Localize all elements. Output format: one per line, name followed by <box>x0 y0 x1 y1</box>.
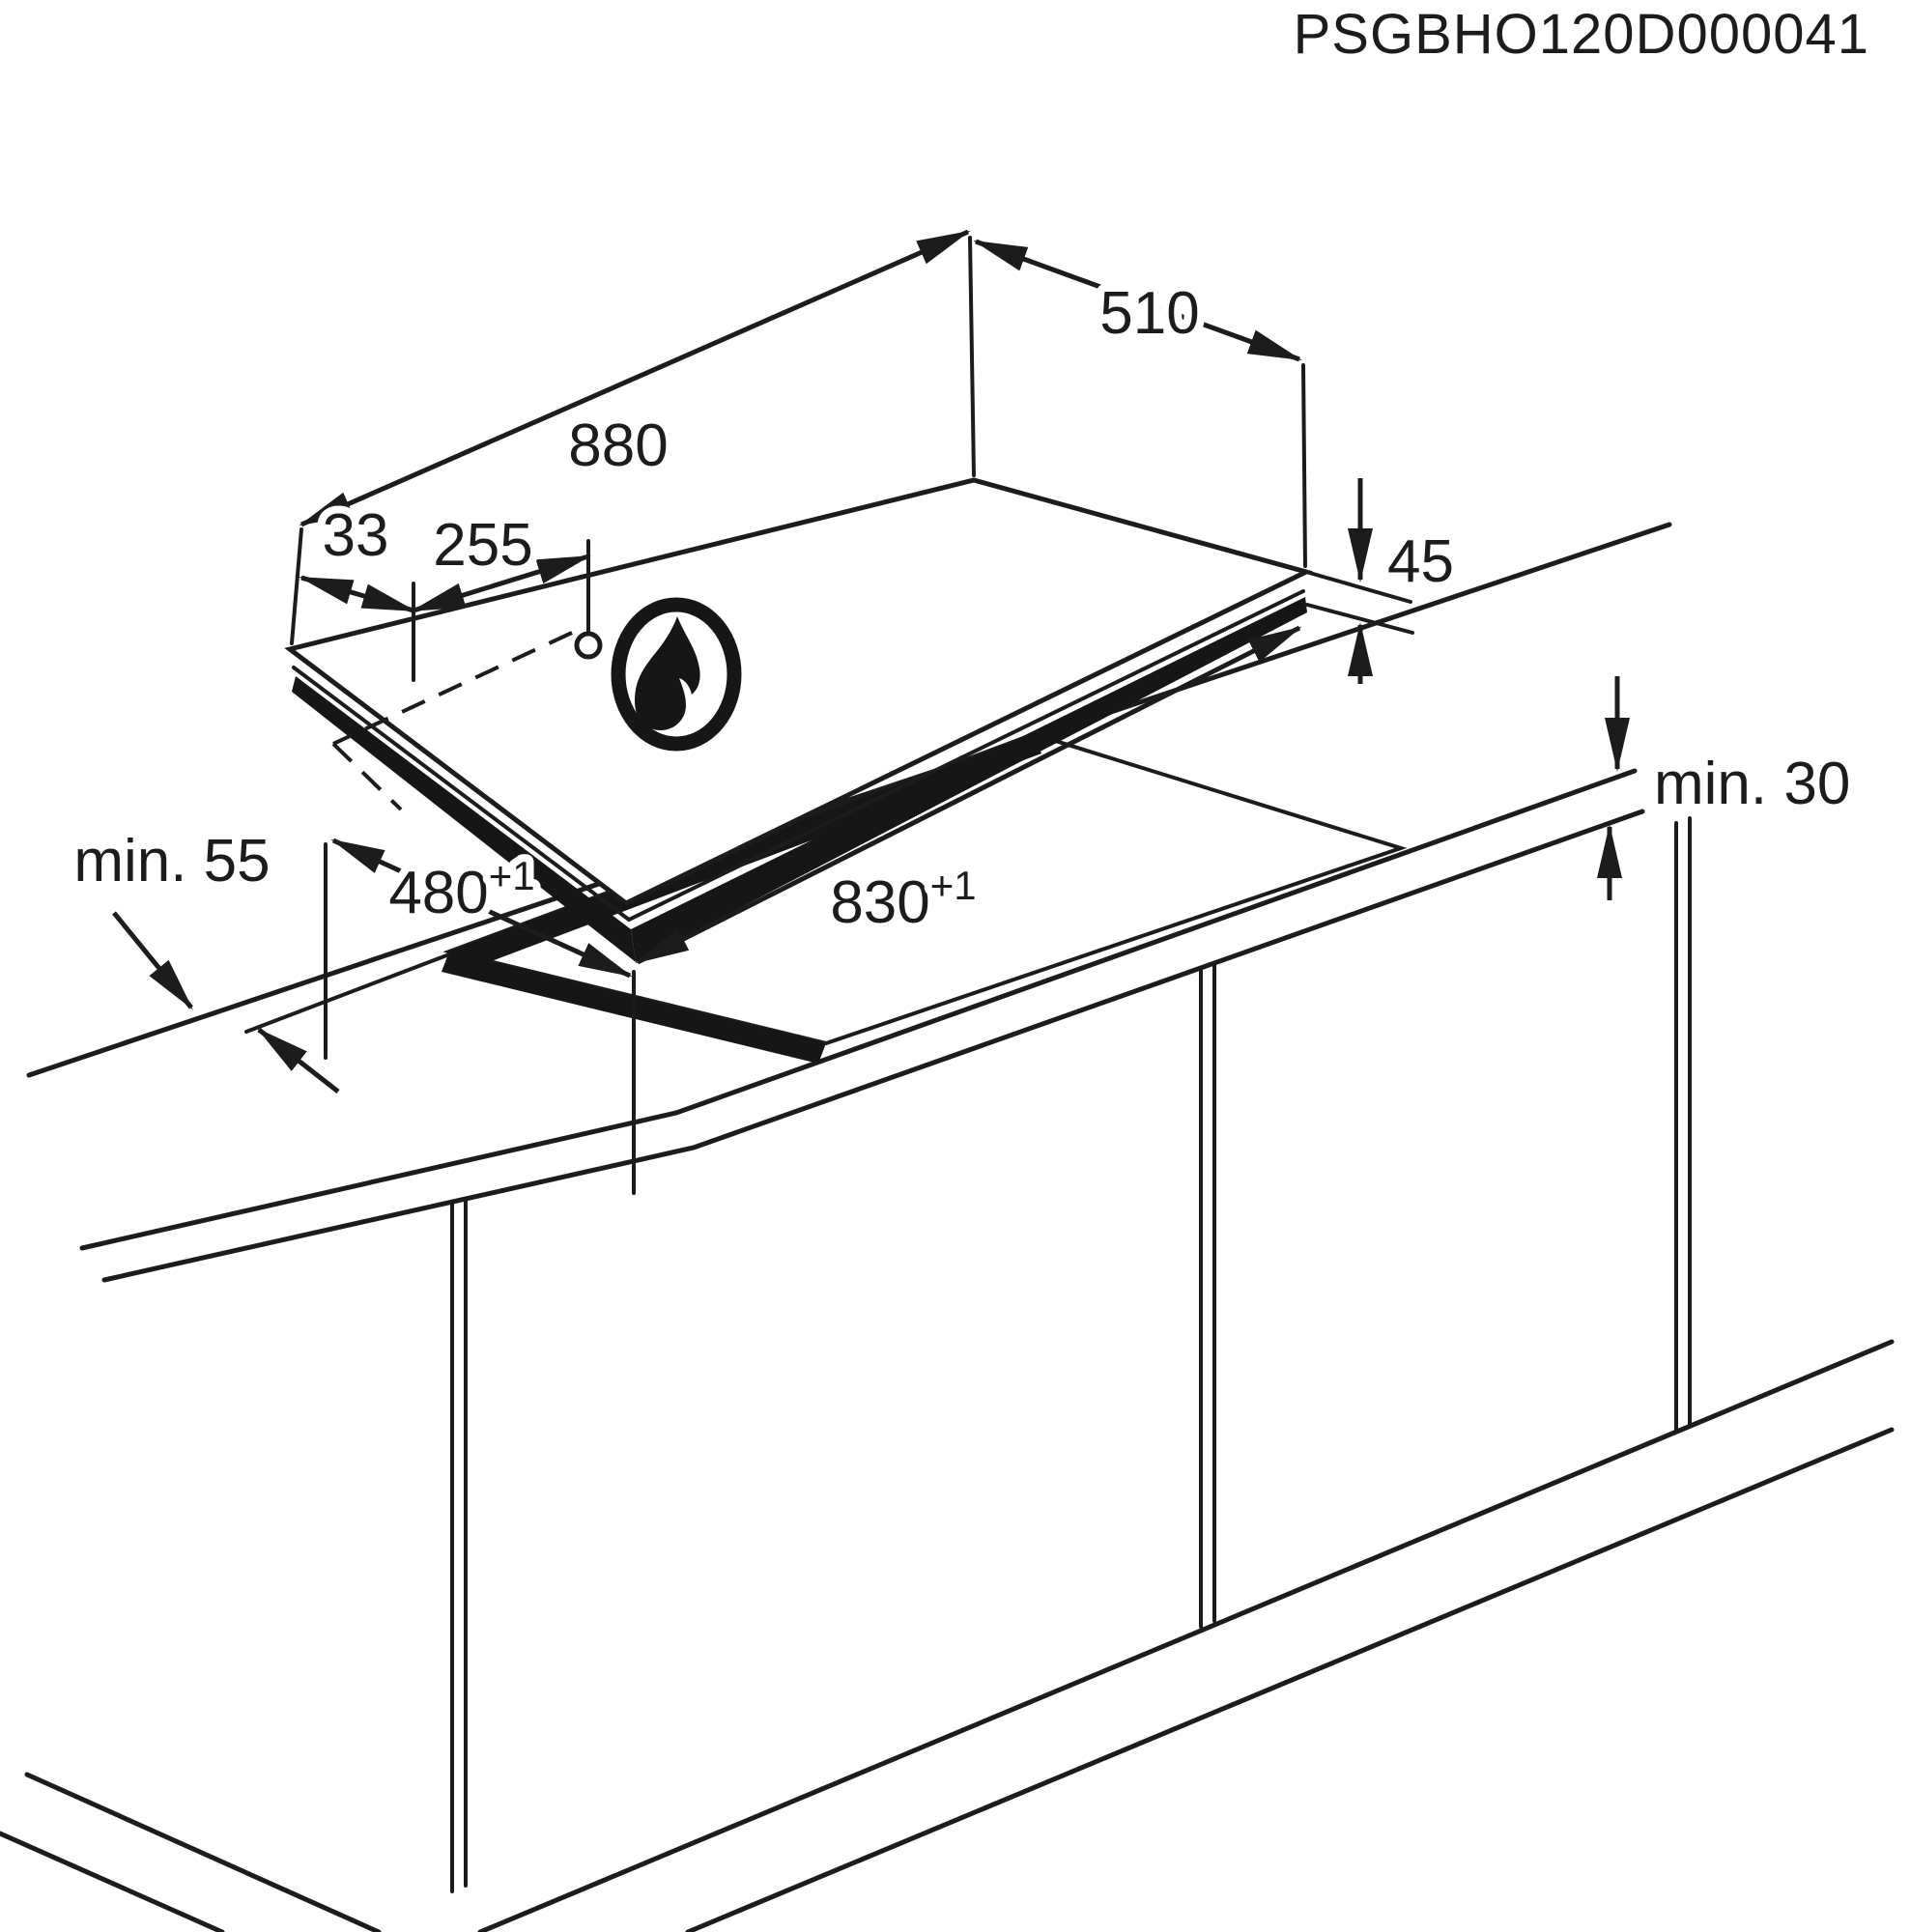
dimension-hob-depth: 510 <box>973 239 1307 568</box>
worktop-front-bottom-edge <box>101 809 1645 1283</box>
gas-offset-depth-label: 255 <box>433 512 532 579</box>
cabinet-left-plinth-edge <box>0 1831 225 1932</box>
dimension-hob-thickness: 45 <box>1348 478 1462 684</box>
dimension-line <box>973 239 1302 362</box>
part-code: PSGBHO120D000041 <box>1294 3 1869 66</box>
min-worktop-thickness-label: min. 30 <box>1654 751 1850 817</box>
gas-connection-hidden-line <box>332 631 573 746</box>
gas-offset-side-label: 33 <box>323 502 389 569</box>
dimension-hob-width: 880 <box>290 229 976 645</box>
cutout-width-label: 830+1 <box>830 863 976 936</box>
dimension-min-edge-distance: min. 55 <box>66 820 340 1094</box>
dimension-line <box>330 838 633 979</box>
worktop-front-top-edge <box>79 768 1638 1251</box>
hob-right-bottom-stub <box>1305 603 1414 635</box>
dimension-cutout-depth: 480+1 <box>324 838 636 1195</box>
extension-line <box>1301 363 1307 568</box>
extension-line <box>968 236 976 477</box>
cutout-depth-label: 480+1 <box>388 853 534 926</box>
dimension-min-worktop-thickness: min. 30 <box>1597 676 1858 900</box>
dimension-line-33 <box>299 575 416 613</box>
min-edge-distance-label: min. 55 <box>73 828 270 895</box>
hob-depth-label: 510 <box>1099 280 1199 347</box>
dimension-line <box>299 229 971 527</box>
gas-connection-point <box>574 631 603 660</box>
pointer <box>256 1028 340 1094</box>
cabinet-bottom-edge <box>477 1339 1895 1932</box>
cabinet-plinth-edge <box>685 1427 1895 1932</box>
pointer <box>112 911 193 1010</box>
hob-thickness-label: 45 <box>1387 528 1454 595</box>
dimension-gas-offsets: 33 255 <box>299 495 591 682</box>
gas-connection-hidden-line <box>331 742 403 811</box>
dimension-cutout-width: 830+1 <box>635 625 1302 965</box>
dimension-line <box>635 625 1302 965</box>
cabinet-left-side-edge <box>24 1772 382 1932</box>
extension-line <box>290 527 303 645</box>
dimension-line-255 <box>411 554 591 613</box>
cabinet <box>0 816 1895 1932</box>
hob-width-label: 880 <box>568 412 668 479</box>
hob-right-top-stub <box>1304 570 1412 604</box>
